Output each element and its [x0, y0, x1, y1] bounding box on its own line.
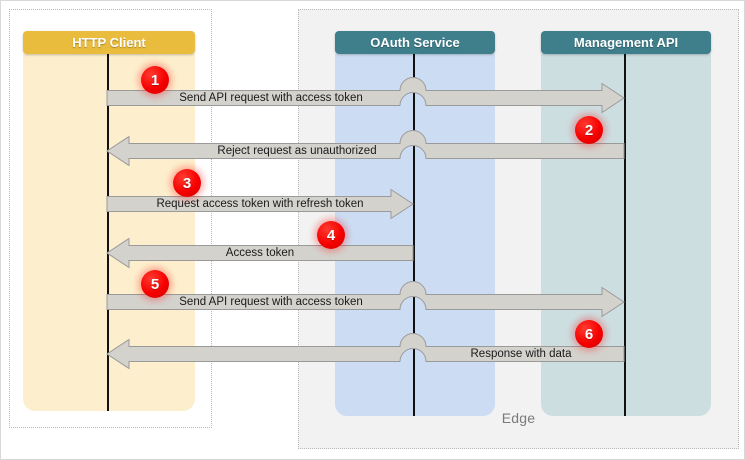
message-label-4: Access token: [225, 247, 295, 259]
group-edge-label: Edge: [501, 410, 536, 426]
lane-management-api-body: [541, 54, 711, 416]
step-badge-3[interactable]: 3: [173, 169, 201, 197]
step-badge-4[interactable]: 4: [317, 221, 345, 249]
lane-oauth-service-header[interactable]: OAuth Service: [335, 31, 495, 54]
step-badge-5[interactable]: 5: [141, 270, 169, 298]
step-badge-2[interactable]: 2: [575, 116, 603, 144]
step-badge-1[interactable]: 1: [141, 66, 169, 94]
lane-oauth-service-body: [335, 54, 495, 416]
lifeline-http-client: [107, 54, 109, 411]
lane-http-client-header[interactable]: HTTP Client: [23, 31, 195, 54]
lifeline-oauth-service: [413, 54, 415, 416]
step-badge-6[interactable]: 6: [575, 320, 603, 348]
lane-http-client-body: [23, 54, 195, 411]
lane-management-api-header[interactable]: Management API: [541, 31, 711, 54]
lifeline-management-api: [624, 54, 626, 416]
